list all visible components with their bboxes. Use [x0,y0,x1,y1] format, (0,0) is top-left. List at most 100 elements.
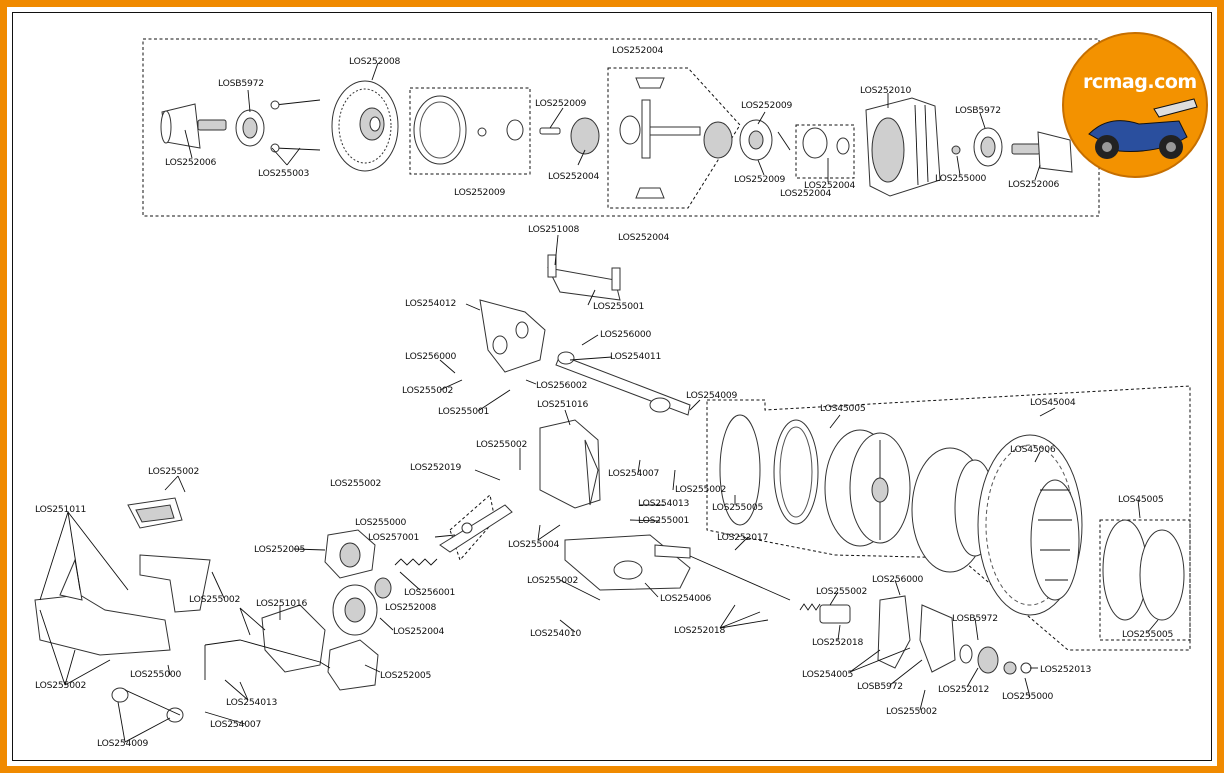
label-los45005-a: LOS45005 [820,403,866,414]
label-los255001-a: LOS255001 [593,301,644,312]
leader-lines [39,62,1159,743]
pinion-gear [374,577,392,599]
wing-button [111,687,184,723]
label-los252018-b: LOS252018 [812,637,863,648]
label-los254009-b: LOS254009 [97,738,148,749]
label-los252019: LOS252019 [410,462,461,473]
label-losb5972-c: LOSB5972 [952,613,998,624]
label-los254010: LOS254010 [530,628,581,639]
diff-cover-lower [327,639,379,691]
part-labels-middle: LOS251008 LOS255001 LOS254012 LOS256000 … [97,224,1174,749]
label-los255002-a: LOS255002 [402,385,453,396]
label-los255002-d: LOS255002 [330,478,381,489]
label-los254006: LOS254006 [660,593,711,604]
cross-pin-small [539,127,561,135]
label-los255000-b: LOS255000 [355,517,406,528]
label-los254007-a: LOS254007 [608,468,659,479]
label-los252004-e: LOS252004 [780,188,831,199]
label-los256001: LOS256001 [404,587,455,598]
label-los255000-c: LOS255000 [1002,691,1053,702]
outer-bead-lock [1102,519,1185,621]
label-los252004-f: LOS252004 [393,626,444,637]
tire [977,434,1083,616]
label-los252004-a: LOS252004 [548,171,599,182]
screws-top [270,99,321,153]
small-oring [951,145,961,155]
label-los254011: LOS254011 [610,351,661,362]
label-los255002-g: LOS255002 [816,586,867,597]
label-los255005-b: LOS255005 [1122,629,1173,640]
label-los255005-a: LOS255005 [712,502,763,513]
label-los255002-e: LOS255002 [189,594,240,605]
label-los255003: LOS255003 [258,168,309,179]
label-los256000-b: LOS256000 [405,351,456,362]
inner-bead-lock [719,414,819,526]
label-los252008-b: LOS252008 [385,602,436,613]
diff-case [865,97,941,197]
label-los255004: LOS255004 [508,539,559,550]
label-los252005-b: LOS252005 [380,670,431,681]
label-los255002-j: LOS255002 [35,680,86,691]
rcmag-logo [1062,32,1208,178]
spring-gear [394,558,438,566]
wheel-rim [824,429,911,547]
label-los252017: LOS252017 [717,532,768,543]
part-labels-top: LOS252006 LOSB5972 LOS252008 LOS255003 L… [165,45,1060,243]
label-losb5972-b: LOSB5972 [955,105,1001,116]
rear-bulkhead [479,299,546,373]
label-los252004-d: LOS252004 [804,180,855,191]
outer-bead-outline [1099,519,1191,641]
bulkhead-lower [261,604,326,673]
gasket [413,95,524,165]
bearing-left [235,109,265,147]
sway-bar [204,639,331,680]
label-los254007-b: LOS254007 [210,719,261,730]
logo-brand-text: rcmag.com [1083,71,1197,93]
label-los251011: LOS251011 [35,504,86,515]
rear-hub [877,595,956,673]
washers-right [802,127,850,159]
label-los252009-d: LOS252009 [734,174,785,185]
cvd-driveshaft [654,544,791,601]
spider-gear-outline [607,67,741,209]
part-labels-left: LOS255002 LOS251011 LOS255002 LOS255000 [35,466,199,691]
camber-link [555,351,691,416]
diff-housing [324,529,376,579]
label-losb5972-d: LOSB5972 [857,681,903,692]
gasket-group-outline [409,87,531,175]
label-los252012: LOS252012 [938,684,989,695]
label-los251008: LOS251008 [528,224,579,235]
label-los255000-d: LOS255000 [130,669,181,680]
washer-group-outline [795,124,855,179]
label-los252005-a: LOS252005 [254,544,305,555]
label-los252008-a: LOS252008 [349,56,400,67]
label-los45005-b: LOS45005 [1118,494,1164,505]
hex-hub [959,644,1032,675]
label-los252006-b: LOS252006 [1008,179,1059,190]
label-los256000-a: LOS256000 [600,329,651,340]
label-los252004-b: LOS252004 [612,45,663,56]
ring-gear [331,80,399,172]
label-los255002-i: LOS255002 [148,466,199,477]
diff-assembly-lower [332,584,378,636]
label-los255000-a: LOS255000 [935,173,986,184]
label-los252009-c: LOS252009 [741,100,792,111]
rear-arm [564,534,691,591]
label-los45004: LOS45004 [1030,397,1076,408]
label-los255001-c: LOS255001 [638,515,689,526]
exploded-parts-diagram: LOS252006 LOSB5972 LOS252008 LOS255003 L… [34,38,1191,749]
rear-bumper [34,554,211,656]
label-los252018-a: LOS252018 [674,625,725,636]
label-los252009-a: LOS252009 [535,98,586,109]
label-los256000-c: LOS256000 [872,574,923,585]
label-los255001-b: LOS255001 [438,406,489,417]
label-los254009-a: LOS254009 [686,390,737,401]
label-los254013-b: LOS254013 [226,697,277,708]
cvd-coupler [799,603,851,624]
label-losb5972-a: LOSB5972 [218,78,264,89]
outdrive-left [160,103,227,149]
label-los252013: LOS252013 [1040,664,1091,675]
label-los254013-a: LOS254013 [638,498,689,509]
label-los254012: LOS254012 [405,298,456,309]
